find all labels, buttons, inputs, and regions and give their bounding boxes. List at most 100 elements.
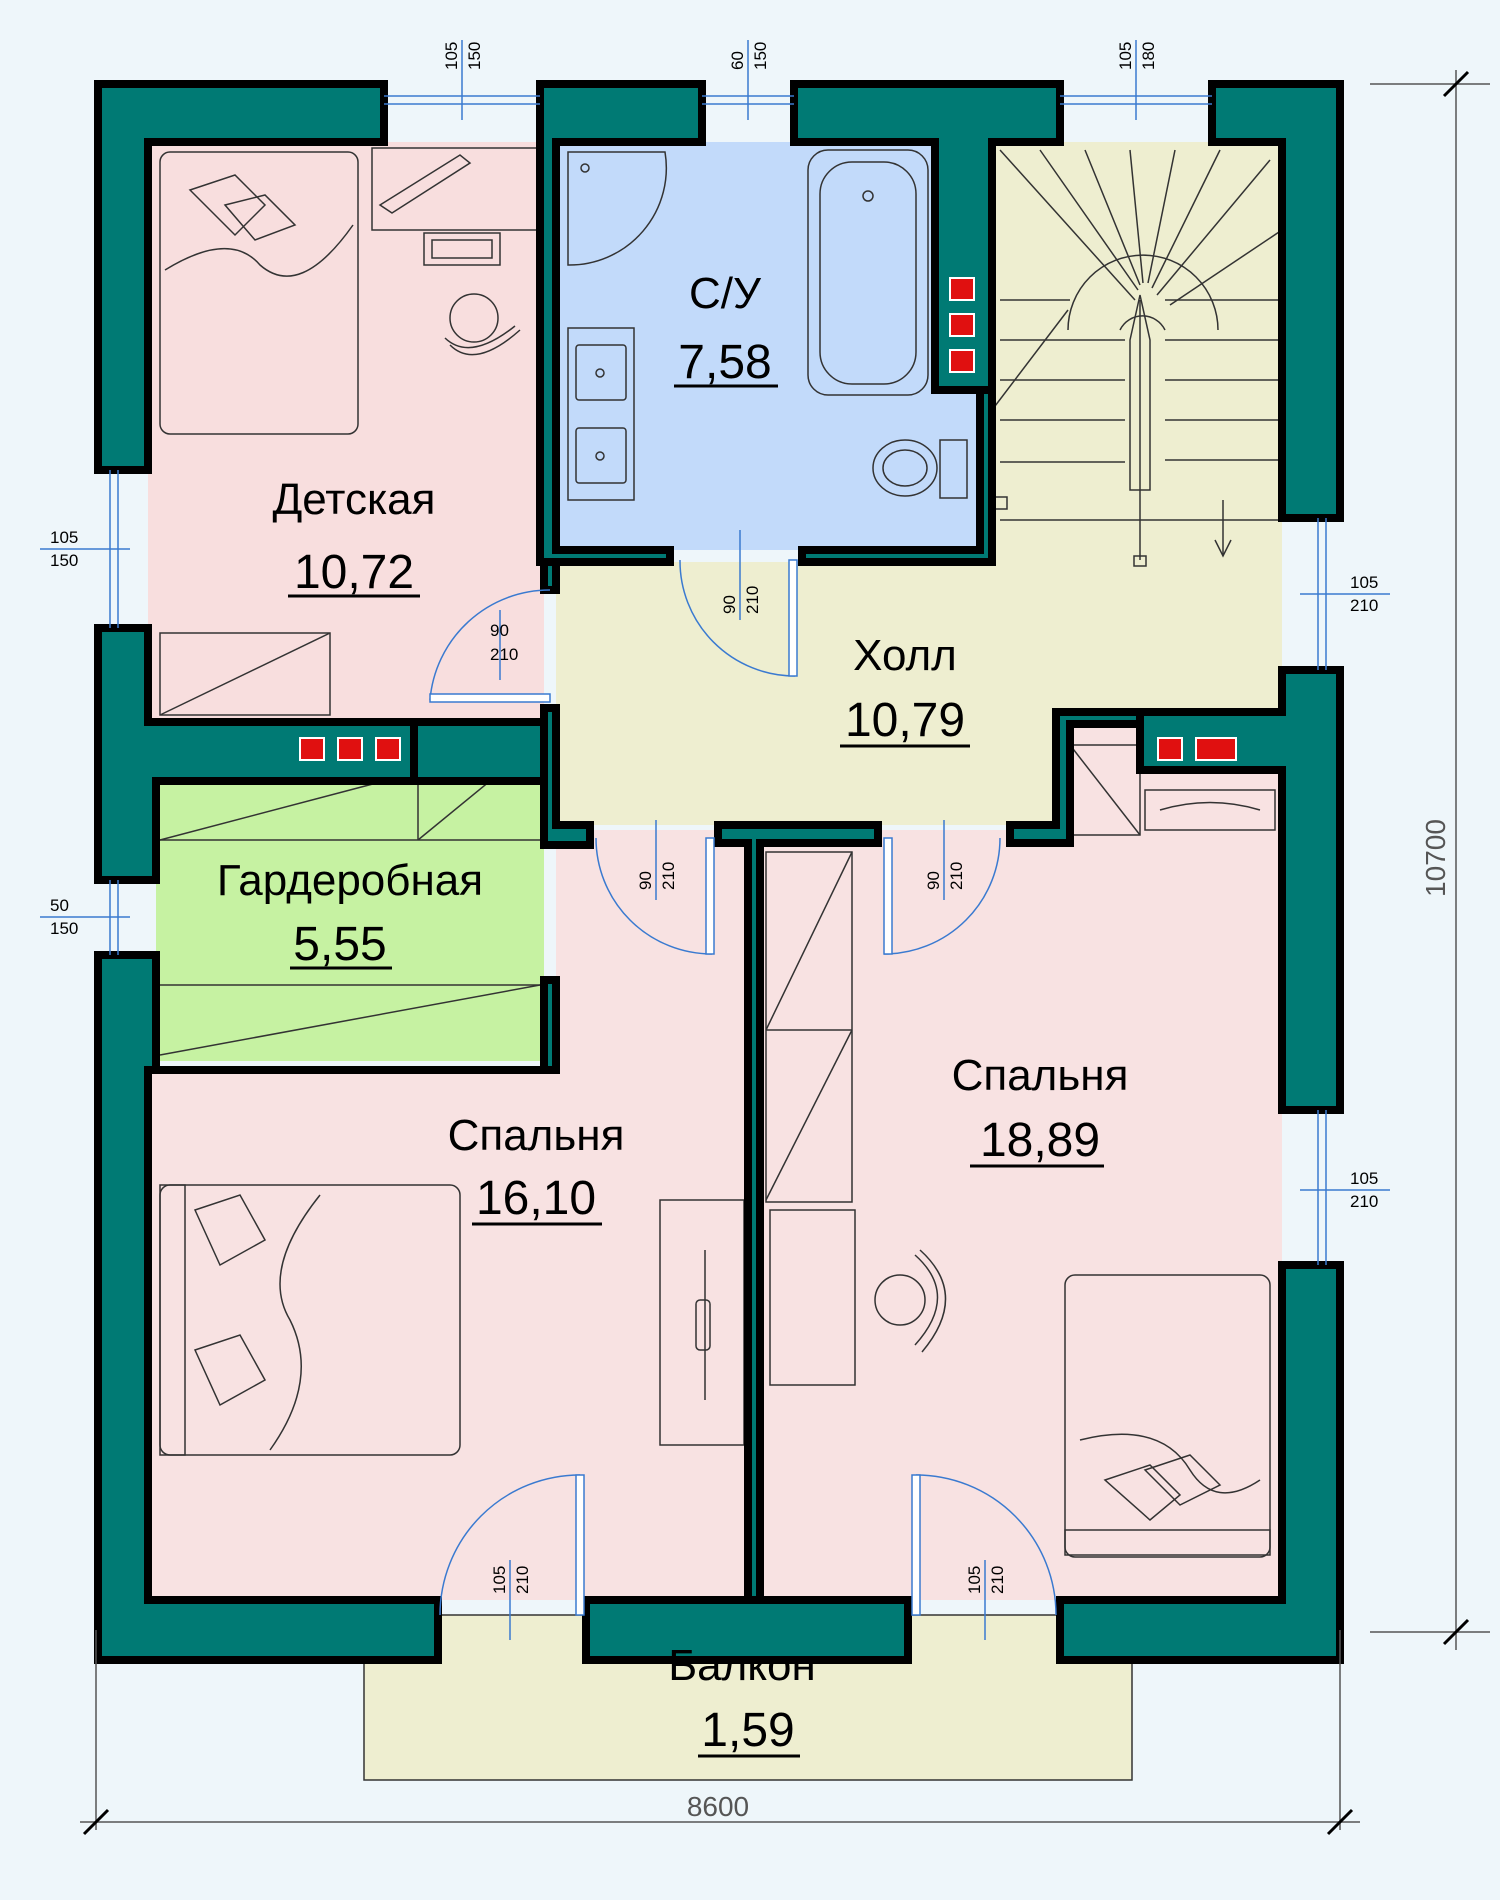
vent-hall-2 [1195,737,1237,761]
bath-floor [556,142,980,550]
hall-name: Холл [853,631,957,680]
wall-wardrobe-right [540,704,594,849]
door-balcony-left-w: 105 [490,1566,509,1594]
door-kids-w: 90 [490,621,509,640]
hall-floor [556,562,1282,825]
kids-area: 10,72 [294,546,414,599]
furniture [159,147,1283,1558]
bath-name: С/У [689,269,762,318]
kids-floor [148,142,544,722]
kids-cabinet [159,632,331,716]
bedroom-left-floor [148,830,748,1600]
win-top-3-h: 180 [1139,42,1158,70]
wall-top-right [1208,80,1344,522]
win-right-2-w: 105 [1350,1169,1378,1188]
wall-left-low [94,951,560,1664]
wall-wardrobe-top [410,718,548,785]
wardrobe-area: 5,55 [293,918,386,971]
dimension-lines [80,70,1490,1836]
kids-bed [159,151,359,435]
vent-wardrobe-1 [299,737,325,761]
shower [567,151,668,266]
dimension-labels: 8600 10700 105 150 60 150 105 180 105 15… [50,42,1451,1822]
bathtub [807,149,929,396]
door-kids-h: 210 [490,645,518,664]
door-bed-left-h: 210 [659,862,678,890]
win-top-2-h: 150 [751,42,770,70]
right-closet [1069,744,1276,836]
win-left-1-w: 105 [50,528,78,547]
kids-name: Детская [273,475,436,524]
window-left-2 [40,880,130,955]
win-top-3-w: 105 [1116,42,1135,70]
kids-desk [371,147,538,356]
doors [429,530,1057,1640]
win-left-2-w: 50 [50,896,69,915]
toilet [872,439,968,499]
walls [94,80,1344,1664]
door-balcony-right [911,1474,1057,1640]
win-right-1-h: 210 [1350,596,1378,615]
win-top-2-w: 60 [728,51,747,70]
door-bedroom-right [883,820,1001,955]
room-fills [148,142,1282,1781]
wardrobe-floor [156,781,544,1061]
win-left-2-h: 150 [50,919,78,938]
staircase [991,149,1283,567]
wall-top-left [94,80,388,474]
window-right-1 [1300,518,1390,670]
wall-bottom-middle [582,1596,912,1664]
balcony-name: Балкон [668,1641,816,1690]
window-left-1 [40,470,130,628]
win-right-2-h: 210 [1350,1192,1378,1211]
window-top-2 [702,40,794,120]
win-top-1-w: 105 [442,42,461,70]
door-bed-right-h: 210 [947,862,966,890]
vent-shafts [299,277,1237,761]
total-width: 8600 [687,1791,749,1822]
wardrobe-name: Гардеробная [217,856,483,905]
total-height: 10700 [1420,819,1451,897]
stairs-floor [992,142,1282,562]
windows [40,40,1390,1265]
window-right-2 [1300,1110,1390,1265]
door-bed-left-w: 90 [636,871,655,890]
bedroom-right-name: Спальня [952,1051,1129,1100]
window-top-1 [384,40,540,120]
room-labels: Детская 10,72 С/У 7,58 Холл 10,79 Гардер… [217,269,1129,1758]
vent-wardrobe-3 [375,737,401,761]
door-bath-w: 90 [720,595,739,614]
hall-area: 10,79 [845,694,965,747]
sinks [567,327,635,501]
vent-bath-1 [949,277,975,301]
bedroom-left-name: Спальня [448,1111,625,1160]
bedroom-left-area: 16,10 [476,1172,596,1225]
right-wardrobe [765,851,856,1386]
wall-kids-hall [540,558,560,594]
wall-bath-right [798,386,996,566]
door-balcony-right-h: 210 [988,1566,1007,1594]
door-bed-right-w: 90 [924,871,943,890]
right-bed [1064,1274,1271,1558]
door-balcony-right-w: 105 [965,1566,984,1594]
right-chair [874,1249,947,1353]
win-top-1-h: 150 [465,42,484,70]
door-kids [429,589,551,703]
vent-wardrobe-2 [337,737,363,761]
door-bath-h: 210 [743,586,762,614]
vent-bath-2 [949,313,975,337]
win-right-1-w: 105 [1350,573,1378,592]
door-balcony-left-h: 210 [513,1566,532,1594]
bath-area: 7,58 [678,336,771,389]
balcony-area: 1,59 [701,1704,794,1757]
win-left-1-h: 150 [50,551,78,570]
wall-right-mid [1136,666,1344,1114]
vent-hall-1 [1157,737,1183,761]
door-balcony-left [439,1474,585,1640]
door-bath [679,530,798,677]
door-bedroom-left [595,820,715,955]
window-top-3 [1060,40,1212,120]
wall-right-low [1056,1261,1344,1664]
vent-bath-3 [949,349,975,373]
